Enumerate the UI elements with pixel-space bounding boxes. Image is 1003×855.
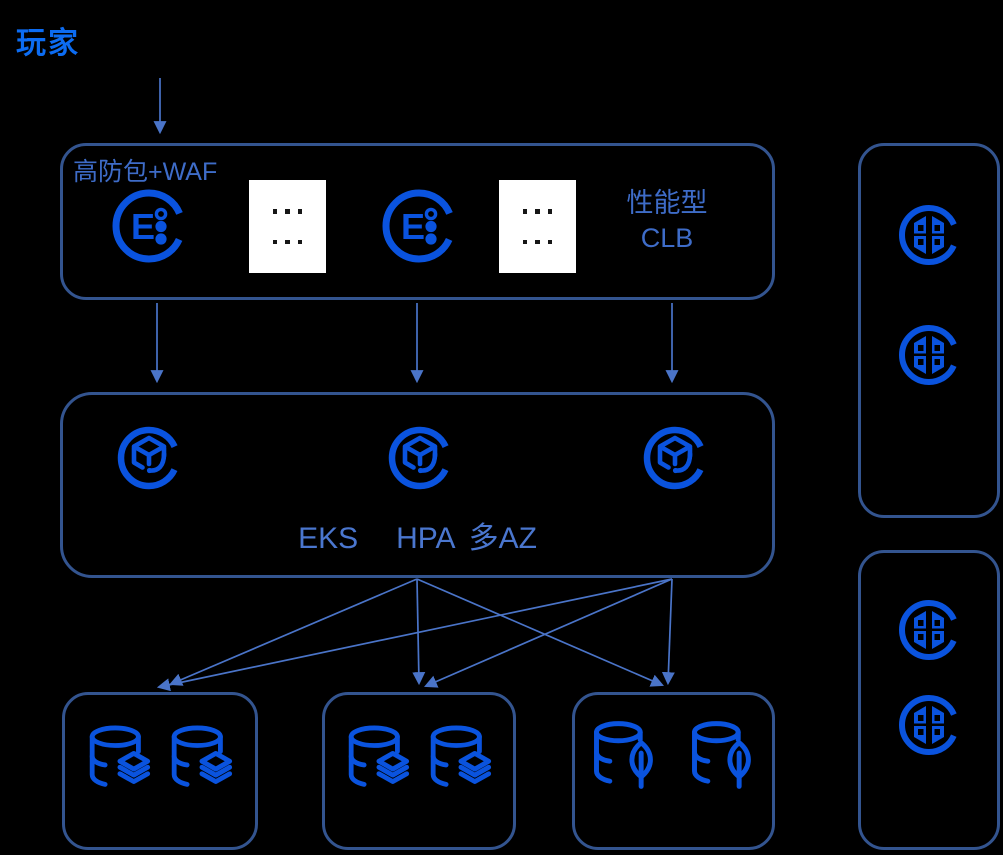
- waf-box-title: 高防包+WAF: [73, 158, 218, 186]
- mongodb-group-box: [572, 692, 775, 850]
- block-storage-icon: [897, 203, 961, 272]
- redis-group-1-box: [62, 692, 258, 850]
- database-icon-row: [575, 717, 772, 798]
- redis-group-2-box: [322, 692, 516, 850]
- ellipsis-row: [272, 239, 303, 244]
- redis-database-icon: [164, 721, 238, 800]
- connector-arrow: [169, 578, 418, 686]
- mongodb-database-icon: [685, 717, 761, 798]
- storage-icon-column: [861, 203, 997, 392]
- redis-database-icon: [341, 721, 415, 800]
- ellipsis-panel: [499, 180, 576, 273]
- clb-icon: E: [110, 187, 188, 265]
- block-storage-icon: [897, 693, 961, 762]
- player-label: 玩家: [16, 27, 80, 60]
- ellipsis-row: [522, 209, 553, 214]
- connector-arrow: [661, 578, 675, 686]
- mongodb-database-icon: [587, 717, 663, 798]
- connector-arrow: [156, 578, 673, 692]
- svg-text:E: E: [401, 206, 425, 247]
- svg-text:E: E: [131, 206, 155, 247]
- eks-container-icon: [386, 424, 454, 492]
- database-icon-row: [325, 721, 513, 800]
- storage-icon-column: [861, 598, 997, 762]
- perf-clb-caption: 性能型 CLB: [626, 188, 708, 254]
- ellipsis-row: [522, 239, 553, 244]
- clb-icon: E: [380, 187, 458, 265]
- ellipsis-row: [272, 209, 303, 214]
- waf-clb-box: 高防包+WAF E E: [60, 143, 775, 300]
- connector-arrow: [416, 578, 664, 687]
- server-rack-top-box: [858, 143, 1000, 518]
- connector-arrow: [424, 578, 673, 688]
- block-storage-icon: [897, 598, 961, 667]
- redis-database-icon: [423, 721, 497, 800]
- database-icon-row: [65, 721, 255, 800]
- ellipsis-panel: [249, 180, 326, 273]
- server-rack-bottom-box: [858, 550, 1000, 850]
- redis-database-icon: [82, 721, 156, 800]
- connector-arrow: [412, 578, 426, 686]
- block-storage-icon: [897, 323, 961, 392]
- eks-container-icon: [641, 424, 709, 492]
- eks-container-icon: [115, 424, 183, 492]
